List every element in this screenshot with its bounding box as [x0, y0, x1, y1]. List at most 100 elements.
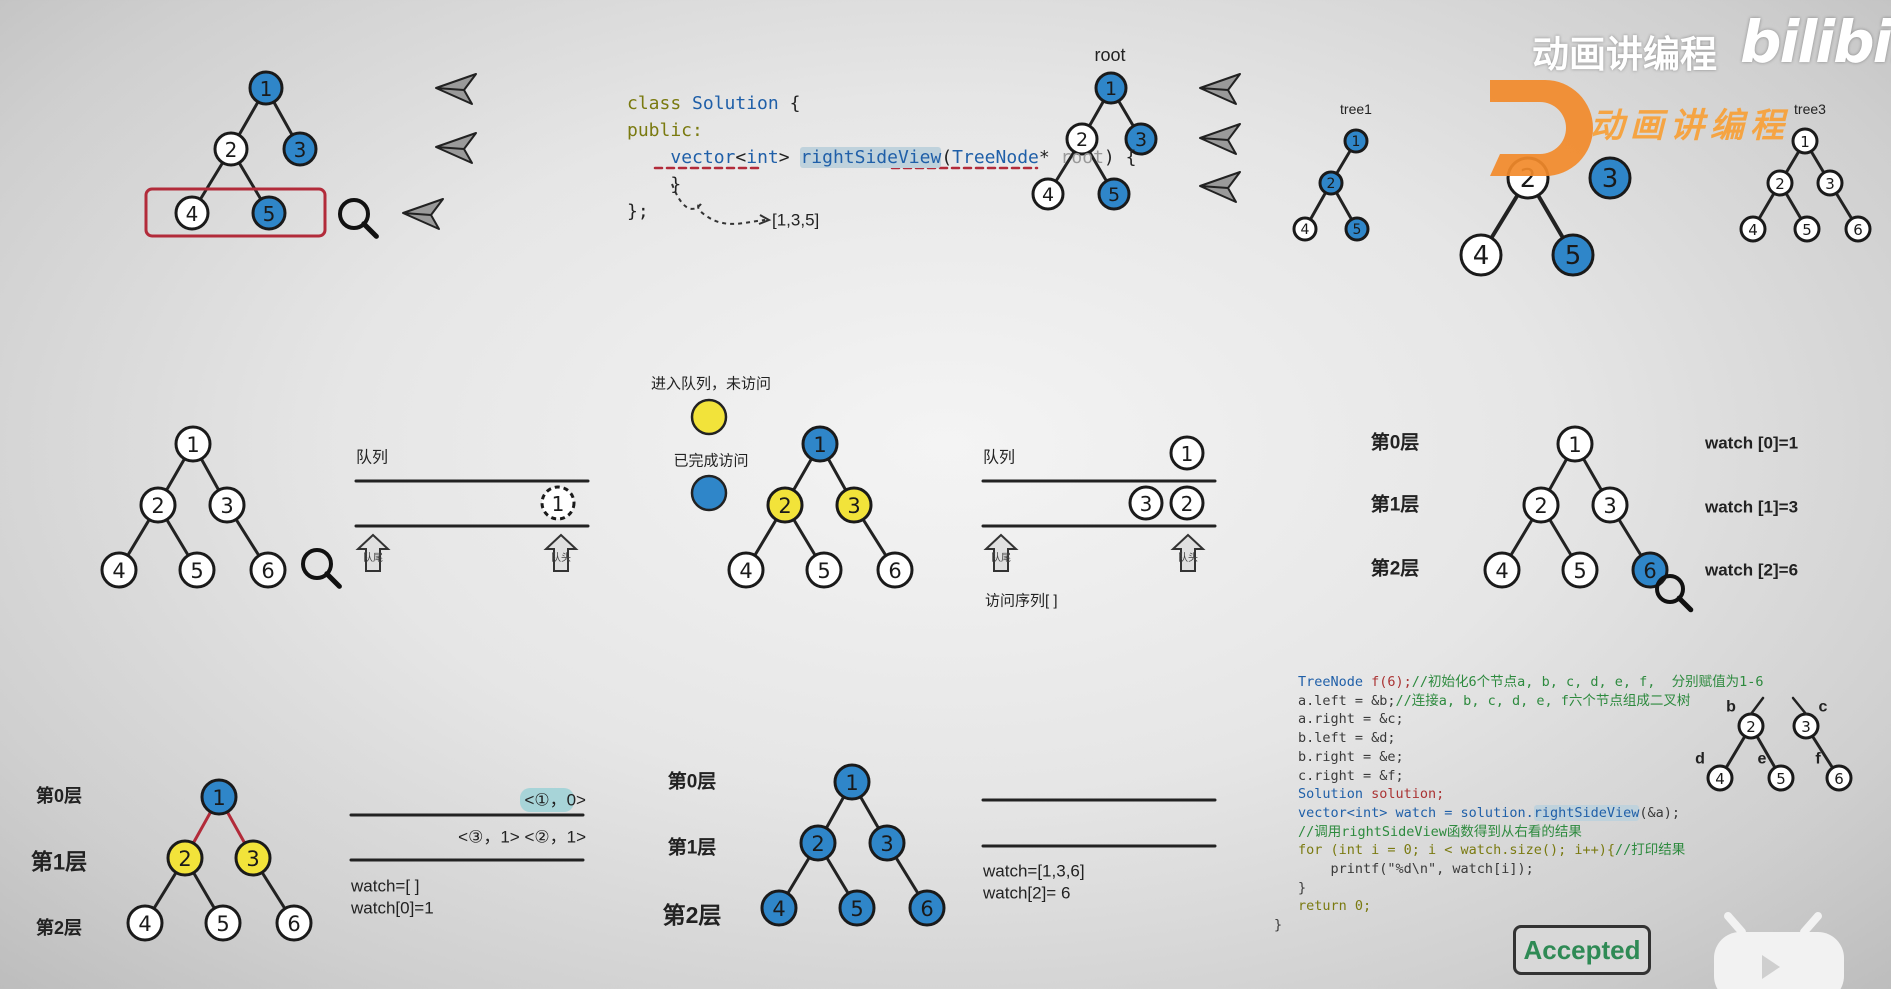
- plane-shape: [1199, 73, 1241, 105]
- paper-plane-icon: [1199, 171, 1241, 203]
- queue-pointer-icon: 队头: [1170, 533, 1206, 572]
- node-circle: [1844, 215, 1872, 243]
- tree-node: 1: [248, 70, 284, 106]
- node-label: 4: [1715, 770, 1725, 788]
- tree-node: 3: [1792, 712, 1820, 740]
- node-circle: [1483, 551, 1521, 589]
- node-circle: [838, 889, 876, 927]
- bilibili-logo: bilibili: [1740, 8, 1891, 76]
- node-label: 6: [1643, 559, 1656, 583]
- node-circle: [727, 551, 765, 589]
- pointer-shape: [1170, 533, 1206, 572]
- code-token: for (int i = 0; i < watch.size(); i++){: [1298, 842, 1615, 859]
- plane-shape: [1199, 123, 1241, 155]
- node-circle: [178, 551, 216, 589]
- magnifier-icon: [338, 198, 379, 239]
- node-label: 2: [1181, 492, 1194, 516]
- tree-node: 4: [1292, 216, 1318, 242]
- plane-shape: [435, 132, 477, 164]
- tv-body: [1714, 932, 1844, 989]
- node-circle: [248, 70, 284, 106]
- solution-class-code: class Solution { public: vector<int> rig…: [627, 93, 1137, 222]
- code-token: Solution: [1298, 786, 1372, 803]
- node-label: 6: [287, 912, 300, 936]
- tree-node: 5: [1344, 216, 1370, 242]
- node-label: 4: [739, 559, 752, 583]
- node-label: 3: [294, 138, 307, 162]
- visit-sequence-label: 访问序列[ ]: [985, 593, 1058, 610]
- node-circle: [1344, 216, 1370, 242]
- tree-node: 3: [1588, 156, 1632, 200]
- tree-node: 4: [1483, 551, 1521, 589]
- node-circle: [1816, 169, 1844, 197]
- legend-yellow-label: 进入队列，未访问: [651, 376, 771, 393]
- magnifier-icon: [301, 548, 342, 589]
- code-token: (&a);: [1639, 804, 1681, 821]
- node-label: 5: [817, 559, 830, 583]
- node-label: 1: [552, 492, 565, 516]
- level-label: 第0层: [1371, 431, 1420, 454]
- node-label: 1: [1352, 134, 1361, 150]
- node-circle: [908, 889, 946, 927]
- node-circle: [1124, 122, 1158, 156]
- tree-node: 5: [805, 551, 843, 589]
- magnifier-lens: [301, 548, 333, 580]
- node-label: 5: [1573, 559, 1586, 583]
- code-token: return 0;: [1298, 898, 1372, 915]
- node-label: 5: [216, 912, 229, 936]
- node-circle: [1791, 127, 1819, 155]
- node-label: 6: [1834, 770, 1844, 788]
- node-label: 1: [1800, 133, 1810, 151]
- tree-node: 5: [1561, 551, 1599, 589]
- node-label: 3: [1801, 718, 1811, 736]
- tree-node: 5: [178, 551, 216, 589]
- node-letter: e: [1758, 751, 1767, 768]
- node-label: 4: [186, 202, 199, 226]
- main-code: TreeNode f(6);//初始化6个节点a, b, c, d, e, f,…: [1274, 673, 1764, 935]
- code-line: a.left = &b;//连接a, b, c, d, e, f六个节点组成二叉…: [1298, 692, 1764, 711]
- watch-label: watch [2]=6: [1704, 561, 1798, 580]
- node-circle: [208, 486, 246, 524]
- code-token: b.right = &e;: [1298, 748, 1404, 765]
- pointer-shape: [543, 533, 579, 572]
- code-line: b.right = &e;: [1298, 748, 1764, 767]
- tree-node: 6: [275, 904, 313, 942]
- paper-plane-icon: [435, 132, 477, 164]
- code-line: }: [1298, 879, 1764, 898]
- node-label: 6: [888, 559, 901, 583]
- logo-d-shape: [1490, 80, 1593, 176]
- code-line: TreeNode f(6);//初始化6个节点a, b, c, d, e, f,…: [1298, 673, 1764, 692]
- plane-shape: [402, 198, 444, 230]
- tree-node: 1: [1556, 425, 1594, 463]
- tree-node: 2: [166, 839, 204, 877]
- node-label: 3: [1135, 129, 1147, 151]
- node-circle: [139, 486, 177, 524]
- tree-node: 5: [1767, 764, 1795, 792]
- plane-shape: [1199, 171, 1241, 203]
- node-circle: [166, 839, 204, 877]
- queue-node: 2: [1169, 485, 1205, 521]
- pointer-label: 队头: [551, 551, 571, 564]
- magnifier-icon: [1655, 574, 1694, 613]
- tree-node: 1: [1343, 128, 1369, 154]
- queue-item-highlight: [520, 788, 574, 812]
- tree-node: 5: [838, 889, 876, 927]
- node-circle: [540, 485, 576, 521]
- tree-node: 6: [1844, 215, 1872, 243]
- tree-node: 4: [1459, 233, 1503, 277]
- root-label: root: [1094, 45, 1125, 65]
- magnifier-handle: [361, 221, 379, 239]
- tree-node: 6: [908, 889, 946, 927]
- node-circle: [1031, 177, 1065, 211]
- watch-line: watch[2]= 6: [982, 884, 1070, 903]
- code-token: vector<int> watch = solution.: [1298, 804, 1534, 821]
- node-circle: [282, 131, 318, 167]
- node-circle: [249, 551, 287, 589]
- node-circle: [1292, 216, 1318, 242]
- tree-node: 5: [1793, 215, 1821, 243]
- queue-items: <③，1> <②，1>: [458, 828, 586, 847]
- node-circle: [1522, 486, 1560, 524]
- tree-node: 1: [801, 425, 839, 463]
- tree-node: 4: [100, 551, 138, 589]
- node-circle: [1169, 485, 1205, 521]
